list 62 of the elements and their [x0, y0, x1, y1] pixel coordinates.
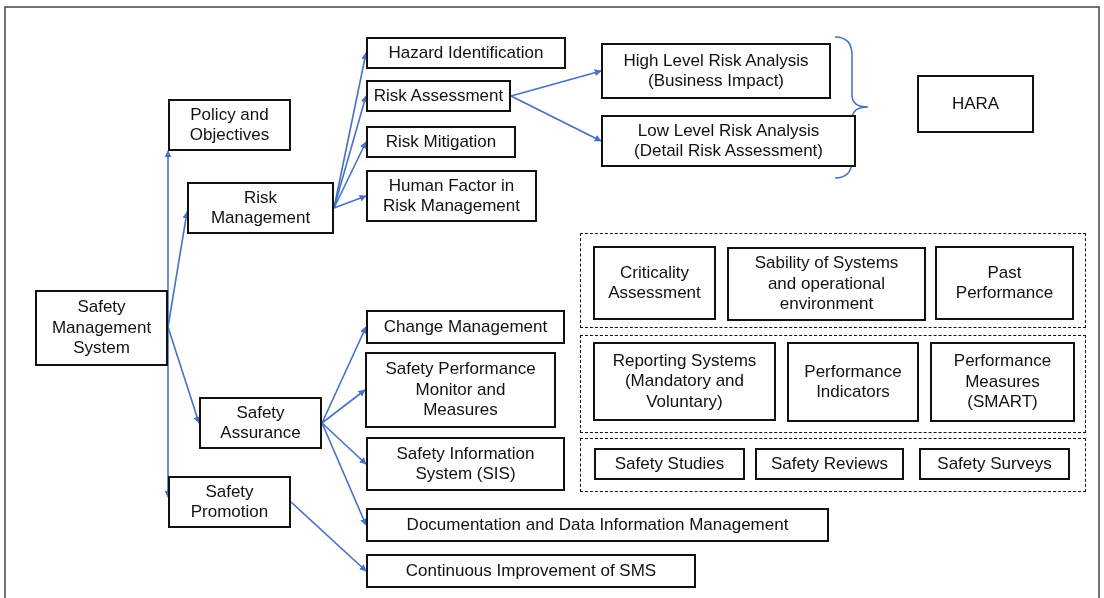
process-box: [594, 448, 745, 480]
box-label: Safety Studies: [614, 453, 725, 475]
box-label: Safety Information System (SIS): [395, 443, 536, 485]
process-box: [366, 437, 565, 491]
arrow: [290, 501, 367, 572]
arrow: [333, 194, 367, 209]
box-label: Low Level Risk Analysis (Detail Risk Assessment): [633, 120, 824, 162]
process-box: [755, 448, 904, 480]
arrow: [510, 95, 602, 142]
box-label: Reporting Systems (Mandatory and Voluntary): [611, 350, 758, 413]
process-box: [168, 99, 291, 151]
dashed-group-box: [580, 335, 1086, 433]
process-box: [366, 170, 537, 222]
box-label: High Level Risk Analysis (Business Impact): [622, 50, 810, 92]
process-box: [601, 43, 831, 99]
process-box: [366, 554, 696, 588]
process-box: [935, 246, 1074, 320]
box-label: Safety Management System: [50, 297, 153, 359]
box-label: Performance Measures (SMART): [952, 351, 1053, 413]
box-label: Risk Mitigation: [385, 131, 497, 153]
process-box: [366, 126, 516, 158]
process-box: [366, 310, 565, 344]
process-box: [366, 508, 829, 542]
process-box: [593, 246, 716, 320]
process-box: [593, 342, 776, 421]
box-label: Risk Assessment: [373, 85, 504, 107]
process-box: [168, 476, 291, 528]
process-box: [919, 448, 1070, 480]
box-label: Hazard Identification: [388, 42, 544, 64]
box-label: Safety Promotion: [189, 481, 270, 523]
process-box: [35, 290, 168, 366]
process-box: [787, 342, 919, 422]
box-label: Documentation and Data Information Management: [406, 514, 789, 536]
box-label: Performance Indicators: [803, 361, 903, 403]
arrow: [321, 422, 367, 465]
box-label: Risk Management: [209, 187, 312, 229]
process-box: [365, 352, 556, 428]
box-label: HARA: [951, 93, 1000, 115]
process-box: [727, 247, 926, 321]
dashed-group-box: [580, 438, 1086, 492]
box-label: Safety Assurance: [219, 402, 302, 444]
arrow: [510, 69, 602, 97]
box-label: Safety Performance Monitor and Measures: [384, 359, 537, 421]
process-box: [366, 80, 511, 112]
process-box: [187, 182, 334, 234]
box-label: Criticality Assessment: [607, 262, 702, 304]
process-box: [601, 115, 856, 167]
process-box: [366, 37, 566, 69]
box-label: Change Management: [383, 316, 548, 338]
box-label: Safety Surveys: [937, 453, 1052, 475]
process-box: [930, 342, 1075, 422]
box-label: Safety Reviews: [770, 453, 889, 475]
box-label: Continuous Improvement of SMS: [405, 560, 657, 582]
dashed-group-box: [580, 233, 1086, 328]
box-label: Policy and Objectives: [188, 104, 271, 146]
process-box: [199, 397, 322, 449]
box-label: Past Performance: [954, 262, 1055, 304]
process-box: [917, 75, 1034, 133]
box-label: Sability of Systems and operational environment: [753, 253, 900, 315]
arrow: [333, 141, 367, 209]
box-label: Human Factor in Risk Management: [382, 175, 521, 217]
arrow: [321, 389, 366, 424]
